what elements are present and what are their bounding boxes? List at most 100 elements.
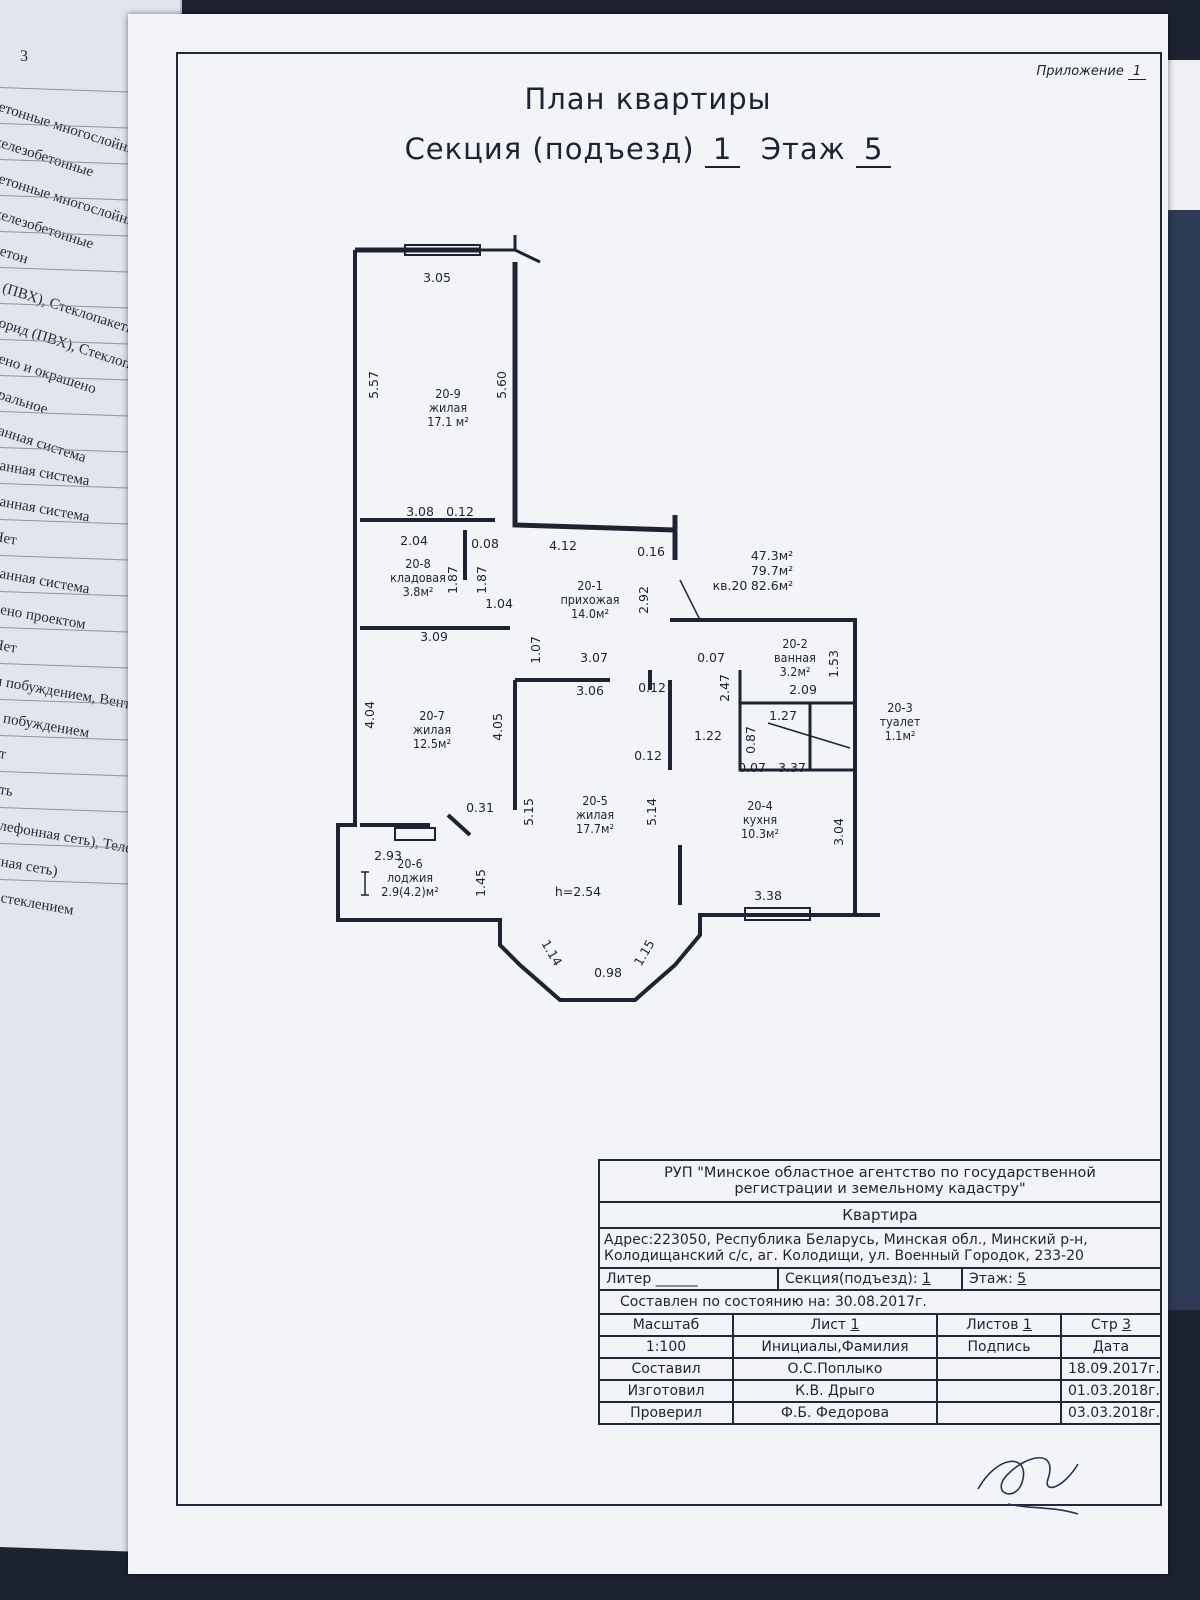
stamp-date: 03.03.2018г. [1068, 1405, 1160, 1421]
book-line: м побуждением, Вентил [0, 672, 147, 716]
dimension-label: 4.04 [362, 701, 377, 729]
title-block: РУП "Минское областное агентство по госу… [598, 1159, 1162, 1425]
dimension-label: 4.05 [490, 713, 505, 741]
dimension-label: 1.87 [474, 566, 489, 594]
dimension-label: 1.04 [485, 596, 513, 611]
dimension-label: 3.06 [576, 683, 604, 698]
dimension-label: 0.07 [697, 650, 725, 665]
dimension-label: 1.07 [528, 636, 543, 664]
room-id: 20-6 [397, 856, 423, 871]
book-line: нная сеть) [0, 852, 59, 880]
dimension-label: 1.53 [826, 650, 841, 678]
dimension-label: 0.16 [637, 544, 665, 559]
apartment-area: 82.6м² [751, 578, 793, 593]
appendix-label: Приложение 1 [1036, 64, 1146, 80]
signature [977, 1456, 1079, 1515]
dimension-label: 0.12 [634, 748, 662, 763]
room-area: 1.1м² [885, 728, 916, 743]
dimension-label: 0.98 [594, 965, 622, 980]
apartment-area: 47.3м² [751, 548, 793, 563]
stamp-address: Адрес:223050, Республика Беларусь, Минск… [600, 1229, 1160, 1269]
room-area: 14.0м² [571, 606, 609, 621]
room-name: лоджия [387, 870, 433, 885]
stamp-name: К.В. Дрыго [734, 1381, 938, 1401]
room-id: 20-4 [747, 798, 773, 813]
dimension-label: 0.07 [738, 760, 766, 775]
room-id: 20-1 [577, 578, 603, 593]
sheet-frame: Приложение 1 [176, 52, 1162, 1506]
room-area: 17.1 м² [427, 414, 469, 429]
room-area: 10.3м² [741, 826, 779, 841]
apartment-area: 79.7м² [751, 563, 793, 578]
plan-sheet: Приложение 1 План квартиры Секция (подъе… [128, 14, 1168, 1574]
book-line: Нет [0, 636, 18, 657]
dimension-label: 0.08 [471, 536, 499, 551]
room-id: 20-8 [405, 556, 431, 571]
dimension-label: 1.22 [694, 728, 722, 743]
stamp-signature-cell [938, 1381, 1062, 1401]
dimension-label: 4.12 [549, 538, 577, 553]
book-line: Бетон [0, 240, 30, 268]
dimension-label: 0.12 [446, 504, 474, 519]
dimension-label: 1.27 [769, 708, 797, 723]
room-id: 20-2 [782, 636, 808, 651]
room-name: прихожая [560, 592, 619, 607]
stamp-signature-cell [938, 1403, 1062, 1423]
dimension-label: 5.60 [494, 371, 509, 399]
stamp-header-row: Масштаб Лист 1 Листов 1 Стр 3 [600, 1315, 1160, 1337]
dimension-label: 0.31 [466, 800, 494, 815]
stamp-subheader-row: 1:100 Инициалы,Фамилия Подпись Дата [600, 1337, 1160, 1359]
dimension-label: 3.04 [831, 818, 846, 846]
dimension-label: 1.87 [445, 566, 460, 594]
room-id: 20-3 [887, 700, 913, 715]
dimension-label: 3.37 [778, 760, 806, 775]
book-line: сть [0, 780, 14, 801]
stamp-date: 01.03.2018г. [1068, 1383, 1160, 1399]
book-column-number: 3 [20, 47, 28, 65]
room-name: жилая [576, 807, 614, 822]
dimension-label: 1.45 [473, 869, 488, 897]
room-id: 20-9 [435, 386, 461, 401]
stamp-role: Составил [600, 1359, 734, 1379]
book-line: остеклением [0, 888, 75, 919]
dimension-label: 3.38 [754, 888, 782, 903]
book-line: елефонная сеть), Телеви [0, 816, 148, 860]
dimension-label: 2.09 [789, 682, 817, 697]
stamp-liter-row: Литер ______ Секция(подъезд): 1 Этаж: 5 [600, 1269, 1160, 1291]
dimension-label: 3.09 [420, 629, 448, 644]
stamp-object: Квартира [600, 1203, 1160, 1229]
page-title: План квартиры [524, 82, 772, 116]
book-line: ет [0, 744, 8, 763]
room-id: 20-5 [582, 793, 608, 808]
dimension-label: 5.57 [366, 371, 381, 399]
room-name: жилая [413, 722, 451, 737]
section-floor-title: Секция (подъезд) 1 Этаж 5 [128, 132, 1168, 168]
room-name: ванная [774, 650, 816, 665]
dimension-label: 2.92 [636, 586, 651, 614]
room-area: 17.7м² [576, 821, 614, 836]
stamp-name: Ф.Б. Федорова [734, 1403, 938, 1423]
dimension-label: 3.07 [580, 650, 608, 665]
stamp-date: 18.09.2017г. [1068, 1361, 1160, 1377]
dimension-label: 0.87 [743, 726, 758, 754]
room-id: 20-7 [419, 708, 445, 723]
dimension-label: 1.15 [631, 937, 658, 969]
dimension-label: 5.14 [644, 798, 659, 826]
dimension-label: 3.08 [406, 504, 434, 519]
dimension-label: 2.47 [717, 674, 732, 702]
ceiling-height: h=2.54 [555, 884, 601, 899]
room-name: жилая [429, 400, 467, 415]
stamp-signature-cell [938, 1359, 1062, 1379]
dimension-label: 3.05 [423, 270, 451, 285]
stamp-organization: РУП "Минское областное агентство по госу… [600, 1161, 1160, 1203]
room-area: 3.8м² [403, 584, 434, 599]
room-area: 3.2м² [780, 664, 811, 679]
dimension-label: 5.15 [521, 798, 536, 826]
dimension-label: 2.04 [400, 533, 428, 548]
dimension-label: 2.93 [374, 848, 402, 863]
room-name: кладовая [390, 570, 446, 585]
